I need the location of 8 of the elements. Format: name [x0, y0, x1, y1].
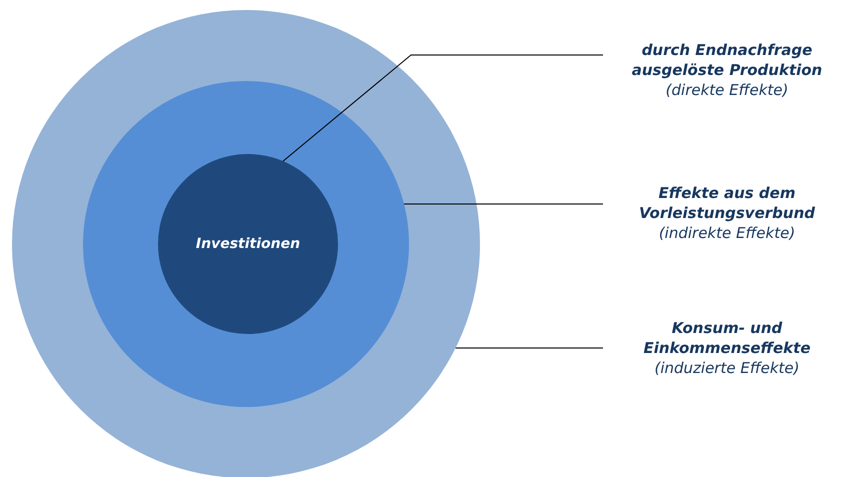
callout-subtitle: (indirekte Effekte)	[658, 223, 796, 243]
callout-subtitle: (induzierte Effekte)	[653, 358, 801, 378]
callout-heading: Konsum- und Einkommenseffekte	[642, 318, 812, 358]
callout-subtitle: (direkte Effekte)	[664, 80, 790, 100]
circle-label: Investitionen	[194, 236, 302, 252]
callout-heading: Effekte aus dem Vorleistungsverbund	[638, 183, 816, 223]
callout-heading: durch Endnachfrage ausgelöste Produktion	[630, 40, 824, 80]
leader-line	[282, 54, 604, 162]
